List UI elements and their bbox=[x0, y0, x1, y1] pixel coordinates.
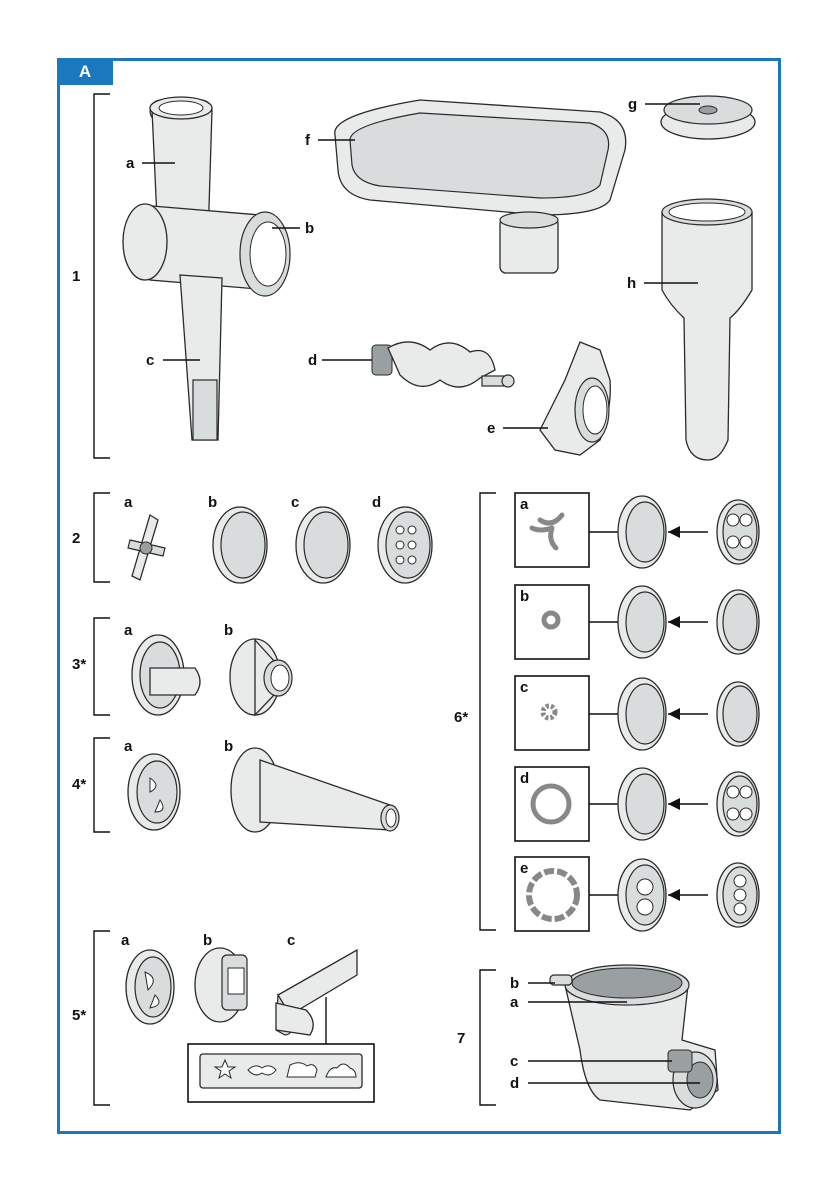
group-7: 7 b a c d bbox=[457, 965, 718, 1110]
group-1-number: 1 bbox=[72, 268, 80, 285]
group-3: 3* a b bbox=[72, 618, 292, 715]
disc-6c-back bbox=[717, 682, 759, 746]
label-6b: b bbox=[520, 588, 529, 605]
label-6c: c bbox=[520, 679, 528, 696]
auger-screw bbox=[372, 342, 514, 387]
bracket-4 bbox=[94, 738, 110, 832]
disc-6b-back bbox=[717, 590, 759, 654]
label-4b: b bbox=[224, 738, 233, 755]
label-1g: g bbox=[628, 96, 637, 113]
label-1b: b bbox=[305, 220, 314, 237]
pusher-cap bbox=[661, 96, 755, 139]
medium-disc bbox=[296, 507, 350, 583]
biscuit-attachment bbox=[195, 948, 247, 1022]
cross-blade bbox=[128, 515, 165, 580]
label-7b: b bbox=[510, 975, 519, 992]
group-4-number: 4* bbox=[72, 776, 86, 793]
bracket-6 bbox=[480, 493, 496, 930]
group-3-number: 3* bbox=[72, 656, 86, 673]
disc-6d-front bbox=[618, 768, 666, 840]
label-2b: b bbox=[208, 494, 217, 511]
fine-disc bbox=[213, 507, 267, 583]
shaping-attachment bbox=[230, 639, 292, 715]
shaping-disc bbox=[132, 635, 200, 715]
label-5b: b bbox=[203, 932, 212, 949]
label-7a: a bbox=[510, 994, 519, 1011]
food-pusher bbox=[662, 199, 752, 460]
disc-6a-front bbox=[618, 496, 666, 568]
cloud-icon bbox=[287, 1063, 317, 1077]
group-5-number: 5* bbox=[72, 1007, 86, 1024]
label-1d: d bbox=[308, 352, 317, 369]
label-3b: b bbox=[224, 622, 233, 639]
sausage-nozzle bbox=[231, 748, 399, 832]
disc-6b-front bbox=[618, 586, 666, 658]
group-2-number: 2 bbox=[72, 530, 80, 547]
bracket-7 bbox=[480, 970, 496, 1105]
label-1f: f bbox=[305, 132, 311, 149]
label-2d: d bbox=[372, 494, 381, 511]
label-7d: d bbox=[510, 1075, 519, 1092]
group-5: 5* a b c bbox=[72, 931, 374, 1105]
group-6-number: 6* bbox=[454, 709, 468, 726]
group-2: 2 a b c d bbox=[72, 493, 432, 583]
label-2a: a bbox=[124, 494, 133, 511]
bracket-5 bbox=[94, 931, 110, 1105]
feed-tray bbox=[335, 100, 626, 273]
label-3a: a bbox=[124, 622, 133, 639]
group-6: 6* a b c bbox=[454, 493, 759, 931]
sausage-disc bbox=[128, 754, 180, 830]
label-1c: c bbox=[146, 352, 154, 369]
ring-nut bbox=[540, 342, 610, 455]
bracket-3 bbox=[94, 618, 110, 715]
label-5a: a bbox=[121, 932, 130, 949]
bracket-2 bbox=[94, 493, 110, 582]
mincer-base bbox=[550, 965, 718, 1110]
arrow-6a bbox=[668, 526, 708, 538]
disc-6a-back bbox=[717, 500, 759, 564]
group-7-number: 7 bbox=[457, 1030, 465, 1047]
coarse-disc bbox=[378, 507, 432, 583]
label-7c: c bbox=[510, 1053, 518, 1070]
label-2c: c bbox=[291, 494, 299, 511]
bracket-1 bbox=[94, 94, 110, 458]
label-1a: a bbox=[126, 155, 135, 172]
biscuit-template bbox=[276, 950, 357, 1035]
label-1h: h bbox=[627, 275, 636, 292]
label-5c: c bbox=[287, 932, 295, 949]
arrow-6e bbox=[668, 889, 708, 901]
disc-6e-front bbox=[618, 859, 666, 931]
disc-6c-front bbox=[618, 678, 666, 750]
label-6e: e bbox=[520, 860, 528, 877]
arrow-6c bbox=[668, 708, 708, 720]
template-detail-box bbox=[188, 1044, 374, 1102]
disc-6e-back bbox=[717, 863, 759, 927]
label-6a: a bbox=[520, 496, 529, 513]
group-4: 4* a b bbox=[72, 738, 399, 832]
arrow-6b bbox=[668, 616, 708, 628]
mincer-housing bbox=[123, 97, 290, 440]
label-6d: d bbox=[520, 770, 529, 787]
group-1: 1 a b c f bbox=[72, 94, 755, 460]
label-1e: e bbox=[487, 420, 495, 437]
arrow-6d bbox=[668, 798, 708, 810]
biscuit-disc bbox=[126, 950, 174, 1024]
label-4a: a bbox=[124, 738, 133, 755]
disc-6d-back bbox=[717, 772, 759, 836]
